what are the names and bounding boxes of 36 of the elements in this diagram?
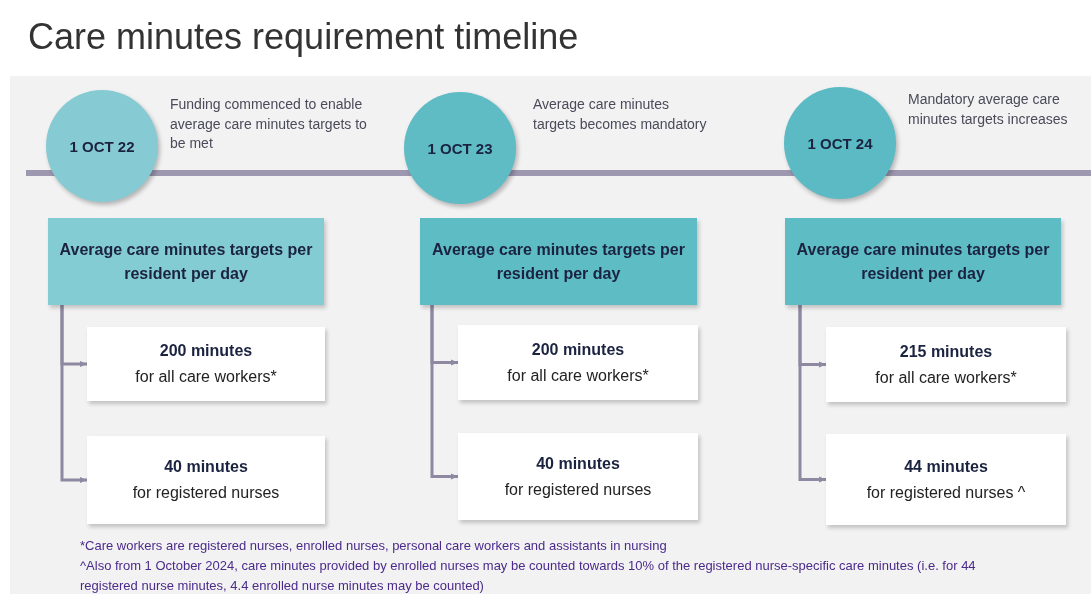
target-box — [826, 434, 1066, 525]
date-label: 1 OCT 22 — [69, 137, 135, 155]
header-text: Average care minutes targets per resident per day — [431, 240, 686, 284]
target-box — [458, 433, 698, 520]
footnote: ^Also from 1 October 2024, care minutes provided by enrolled nurses may be counted towards 10% of the registered nurse-specific care minutes (i.e. for 44 registered nurse minutes, 4.4 enrolled nurse minutes may be counted) — [80, 557, 977, 594]
target-box — [87, 436, 325, 524]
target-description: for all care workers* — [507, 365, 649, 386]
header-box — [48, 218, 324, 305]
target-box — [826, 327, 1066, 402]
milestone-description: Mandatory average care minutes targets increases — [908, 90, 1069, 129]
minutes-value: 200 minutes — [159, 341, 253, 362]
milestone-description: Average care minutes targets becomes mandatory — [533, 95, 708, 134]
target-box — [458, 325, 698, 400]
target-description: for registered nurses — [132, 483, 280, 503]
bracket-arrow — [430, 305, 458, 480]
minutes-value: 215 minutes — [899, 341, 993, 362]
milestone-description: Funding commenced to enable average care minutes targets to be met — [170, 95, 368, 154]
title: Care minutes requirement timeline — [28, 16, 579, 58]
minutes-value: 40 minutes — [536, 453, 620, 474]
target-description: for all care workers* — [135, 367, 277, 387]
minutes-value: 40 minutes — [164, 457, 248, 478]
minutes-value: 44 minutes — [904, 456, 988, 477]
date-label: 1 OCT 23 — [427, 139, 493, 157]
header-box — [420, 218, 697, 305]
bracket-arrow — [60, 305, 87, 483]
target-description: for all care workers* — [875, 367, 1017, 388]
minutes-value: 200 minutes — [531, 339, 625, 360]
date-label: 1 OCT 24 — [807, 134, 873, 152]
bracket-arrow — [798, 305, 826, 483]
header-text: Average care minutes targets per resident per day — [58, 240, 314, 284]
target-description: for registered nurses ^ — [866, 482, 1026, 503]
target-box — [87, 327, 325, 401]
target-description: for registered nurses — [504, 479, 652, 500]
footnote: *Care workers are registered nurses, enrolled nurses, personal care workers and assistants in nursing — [80, 537, 668, 555]
header-text: Average care minutes targets per resident per day — [795, 240, 1051, 284]
header-box — [785, 218, 1061, 305]
